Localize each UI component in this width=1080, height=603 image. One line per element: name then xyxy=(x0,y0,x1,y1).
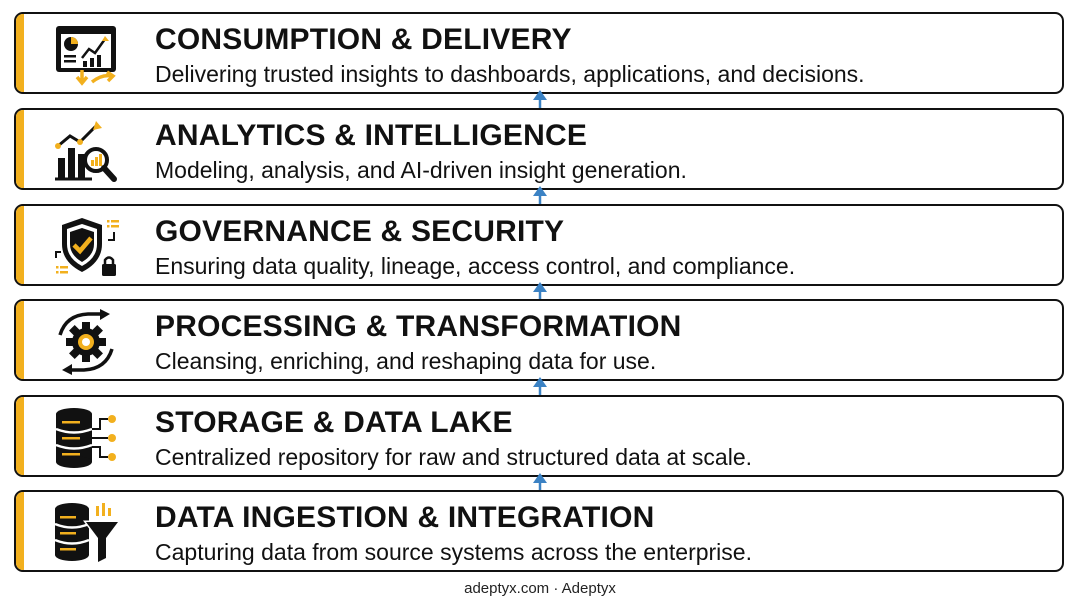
layer-title: CONSUMPTION & DELIVERY xyxy=(155,23,572,56)
accent-bar xyxy=(16,301,24,379)
shield-check-icon xyxy=(52,214,120,280)
layer-description: Cleansing, enriching, and reshaping data… xyxy=(155,348,657,374)
layer-data-ingestion-integration: DATA INGESTION & INTEGRATION Capturing d… xyxy=(14,490,1064,572)
database-funnel-icon xyxy=(52,500,120,566)
dashboard-delivery-icon xyxy=(52,22,120,88)
layer-description: Capturing data from source systems acros… xyxy=(155,539,752,565)
layer-processing-transformation: PROCESSING & TRANSFORMATION Cleansing, e… xyxy=(14,299,1064,381)
accent-bar xyxy=(16,14,24,92)
layer-analytics-intelligence: ANALYTICS & INTELLIGENCE Modeling, analy… xyxy=(14,108,1064,190)
layer-description: Ensuring data quality, lineage, access c… xyxy=(155,253,796,279)
layer-title: DATA INGESTION & INTEGRATION xyxy=(155,501,655,534)
layer-description: Delivering trusted insights to dashboard… xyxy=(155,61,865,87)
layer-description: Centralized repository for raw and struc… xyxy=(155,444,753,470)
accent-bar xyxy=(16,492,24,570)
layer-title: PROCESSING & TRANSFORMATION xyxy=(155,310,682,343)
accent-bar xyxy=(16,110,24,188)
database-icon xyxy=(52,405,120,471)
layer-governance-security: GOVERNANCE & SECURITY Ensuring data qual… xyxy=(14,204,1064,286)
footer-credit: adeptyx.com · Adeptyx xyxy=(464,580,616,597)
accent-bar xyxy=(16,397,24,475)
layer-consumption-delivery: CONSUMPTION & DELIVERY Delivering truste… xyxy=(14,12,1064,94)
layer-description: Modeling, analysis, and AI-driven insigh… xyxy=(155,157,687,183)
layer-storage-data-lake: STORAGE & DATA LAKE Centralized reposito… xyxy=(14,395,1064,477)
layer-title: GOVERNANCE & SECURITY xyxy=(155,215,565,248)
layer-title: STORAGE & DATA LAKE xyxy=(155,406,513,439)
accent-bar xyxy=(16,206,24,284)
gear-cycle-icon xyxy=(52,309,120,375)
analytics-magnifier-icon xyxy=(52,118,120,184)
layer-title: ANALYTICS & INTELLIGENCE xyxy=(155,119,588,152)
